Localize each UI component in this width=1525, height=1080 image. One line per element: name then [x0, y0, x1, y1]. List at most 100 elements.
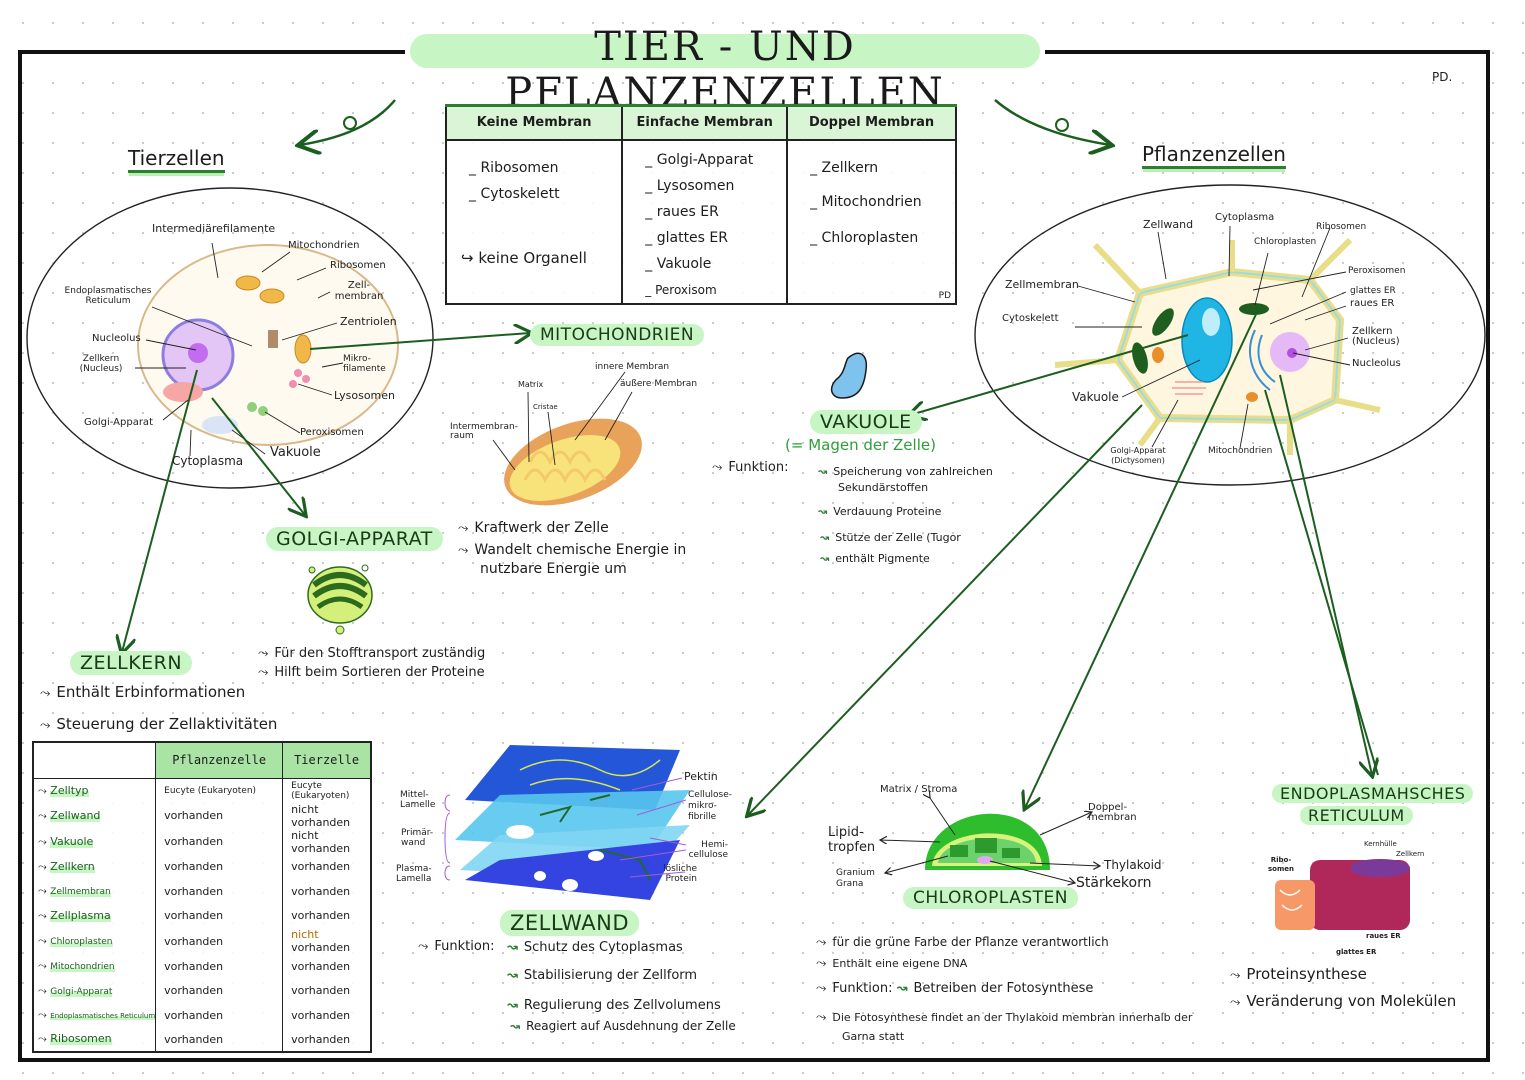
zellwand-function-label: ⤳Funktion:: [418, 939, 495, 954]
mito-label: innere Membran: [595, 362, 670, 372]
membrane-item: raues ER: [656, 203, 719, 220]
mito-label: äußere Membran: [620, 379, 698, 389]
zellwand-function: ↝Schutz des Cytoplasmas: [507, 940, 683, 955]
chloroplast-label: Matrix / Stroma: [880, 784, 958, 795]
vakuole-function-label: ⤳Funktion:: [712, 460, 789, 475]
comparison-row-label: ⤳ Ribosomen: [32, 1027, 157, 1052]
membrane-header: Einfache Membran: [621, 104, 789, 141]
vakuole-illustration: [830, 352, 868, 399]
animal-label: Peroxisomen: [300, 427, 364, 438]
comparison-cell-animal: vorhanden: [282, 1003, 372, 1028]
chloroplast-note: ⤳Die Fotosynthese findet an der Thylakoi…: [816, 1010, 1193, 1043]
er-point: ⤳Proteinsynthese: [1230, 965, 1367, 983]
plant-label: Zellkern (Nucleus): [1352, 326, 1400, 347]
comparison-cell-plant: Eucyte (Eukaryoten): [155, 778, 284, 803]
vakuole-subtitle: (= Magen der Zelle): [785, 436, 936, 454]
membrane-item: Peroxisom: [655, 282, 717, 297]
arrow-to-chloroplasten: [1025, 309, 1259, 808]
chloroplast-point: ⤳Enthält eine eigene DNA: [816, 956, 968, 971]
arrow-to-mitochondrien: [309, 333, 530, 350]
membrane-item: Chloroplasten: [821, 229, 919, 246]
zellkern-point: ⤳Steuerung der Zellaktivitäten: [40, 715, 278, 733]
er-label: raues ER: [1366, 932, 1401, 940]
comparison-cell-plant: vorhanden: [155, 928, 284, 954]
zellwand-label: Primär-wand: [401, 828, 434, 848]
golgi-illustration: [307, 564, 373, 635]
arrow-bullet-icon: ⤳: [38, 1032, 51, 1046]
er-heading-line1: ENDOPLASMAHSCHES: [1272, 784, 1474, 803]
membrane-col-keine: _ Ribosomen _ Cytoskelett ↪ keine Organe…: [444, 139, 624, 304]
animal-label: Mitochondrien: [288, 240, 360, 251]
comparison-cell-plant: vorhanden: [155, 802, 284, 829]
comparison-cell-animal: vorhanden: [282, 903, 372, 928]
golgi-heading: GOLGI-APPARAT: [266, 527, 443, 551]
er-label: Zellkern: [1396, 850, 1425, 858]
er-label: Kernhülle: [1364, 840, 1397, 848]
animal-label: Endoplasmatisches Reticulum: [64, 286, 152, 306]
membrane-header: Doppel Membran: [786, 104, 957, 141]
chloroplast-point: ⤳für die grüne Farbe der Pflanze verantw…: [816, 935, 1109, 950]
arrow-bullet-icon: ⤳: [38, 834, 51, 848]
comparison-row-label: ⤳ Chloroplasten: [32, 928, 157, 954]
chloroplast-label: Lipid-tropfen: [828, 825, 876, 855]
comparison-cell-animal: vorhanden: [282, 854, 372, 879]
comparison-row-label: ⤳ Zellwand: [32, 802, 157, 829]
animal-label: Golgi-Apparat: [84, 417, 153, 428]
comparison-row-label: ⤳ Zellplasma: [32, 903, 157, 928]
plant-label: glattes ER: [1350, 286, 1396, 296]
zellwand-function: ↝Regulierung des Zellvolumens: [507, 998, 721, 1013]
animal-label: Mikro-filamente: [343, 354, 386, 374]
zellwand-label: Cellulose-mikro-fibrille: [688, 790, 733, 822]
chloroplast-label: Thylakoid: [1104, 858, 1162, 872]
arrow-bullet-icon: ⤳: [38, 884, 51, 898]
arrow-to-er-2: [1264, 389, 1379, 776]
vakuole-function: ↝Stütze der Zelle (Tugor: [820, 531, 961, 544]
title-highlight: [410, 34, 1040, 68]
comparison-cell-animal: nicht vorhanden: [282, 802, 372, 829]
arrow-bullet-icon: ⤳: [38, 934, 51, 947]
mitochondrien-heading: MITOCHONDRIEN: [530, 324, 705, 346]
plant-label: Golgi-Apparat (Dictysomen): [1110, 446, 1166, 465]
arrow-bullet-icon: ⤳: [38, 908, 51, 922]
plant-label: raues ER: [1350, 298, 1395, 309]
comparison-cell-plant: vorhanden: [155, 1003, 284, 1028]
arrow-to-zellkern: [122, 369, 198, 652]
membrane-item: Cytoskelett: [480, 185, 560, 202]
comparison-cell-animal: nicht vorhanden: [282, 928, 372, 954]
comparison-cell-plant: vorhanden: [155, 978, 284, 1003]
vakuole-heading: VAKUOLE: [810, 410, 922, 434]
plant-label: Vakuole: [1072, 390, 1119, 404]
comparison-header: Tierzelle: [282, 741, 372, 779]
chloroplast-label: Stärkekorn: [1076, 875, 1152, 891]
comparison-row-label: ⤳ Zelltyp: [32, 778, 157, 803]
comparison-cell-animal: vorhanden: [282, 879, 372, 904]
comparison-cell-plant: vorhanden: [155, 1027, 284, 1052]
golgi-point: ⤳Hilft beim Sortieren der Proteine: [258, 665, 485, 680]
comparison-row-label: ⤳ Vakuole: [32, 828, 157, 855]
comparison-row-label: ⤳ Zellmembran: [32, 879, 157, 904]
animal-label: Zentriolen: [340, 315, 397, 328]
plant-label: Mitochondrien: [1208, 446, 1273, 456]
zellwand-illustration: [455, 745, 690, 900]
arrow-to-pflanzenzellen: [994, 99, 1110, 145]
golgi-point: ⤳Für den Stofftransport zuständig: [258, 646, 486, 661]
membrane-note: keine Organell: [478, 248, 587, 267]
plant-cell-outline: [974, 184, 1486, 486]
arrow-to-vakuole: [910, 334, 1189, 415]
zellwand-heading: ZELLWAND: [500, 910, 639, 936]
mito-label: Cristae: [533, 403, 558, 411]
chloroplast-label: Doppel-membran: [1088, 802, 1137, 823]
arrow-bullet-icon: ⤳: [38, 1008, 51, 1022]
mito-label: Matrix: [518, 380, 544, 389]
tierzellen-heading: Tierzellen: [128, 146, 225, 173]
comparison-cell-plant: vorhanden: [155, 879, 284, 904]
arrow-to-zellwand: [748, 404, 1143, 815]
zellwand-label: Pektin: [684, 770, 718, 783]
comparison-header: [32, 741, 157, 779]
